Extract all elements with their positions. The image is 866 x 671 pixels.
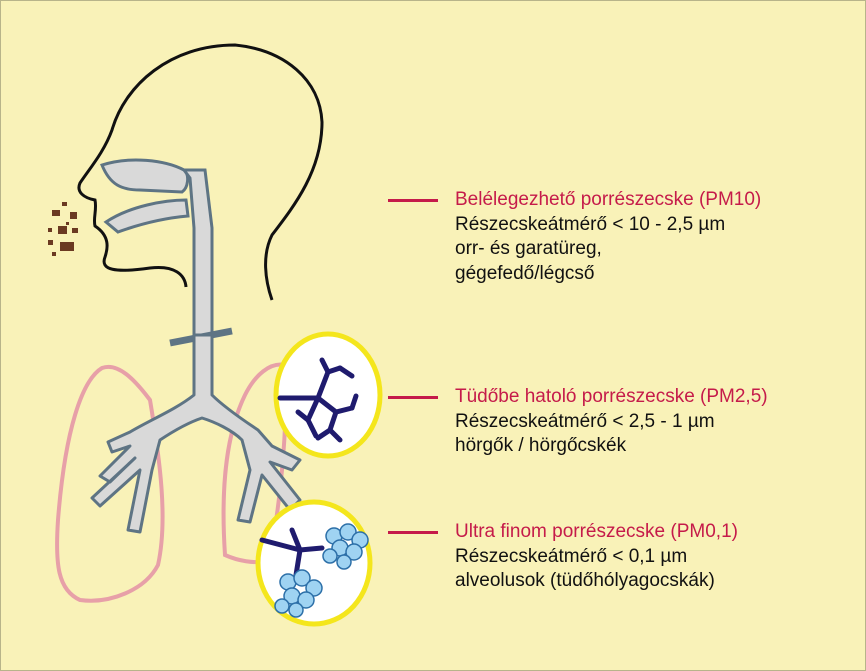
label-pm10-diameter: Részecskeátmérő < 10 - 2,5 µm	[455, 213, 726, 235]
label-pm10-region-2: gégefedő/légcső	[455, 262, 595, 284]
label-pm25-dash	[388, 396, 438, 399]
label-pm01-region: alveolusok (tüdőhólyagocskák)	[455, 570, 715, 591]
label-pm10-region-1: orr- és garatüreg,	[455, 238, 602, 259]
alveoli-bronchiole-icon	[259, 527, 325, 578]
label-pm10-title: Belélegezhető porrészecske (PM10)	[455, 189, 762, 210]
label-pm10-dash	[388, 199, 438, 202]
label-pm25-diameter: Részecskeátmérő < 2,5 - 1 µm	[455, 410, 715, 432]
label-pm25-title: Tüdőbe hatoló porrészecske (PM2,5)	[455, 386, 768, 407]
particles-icon	[48, 202, 78, 256]
left-lung-outline	[55, 364, 165, 603]
bronchiole-icon	[277, 357, 359, 443]
nasal-cavity	[100, 158, 190, 194]
oral-cavity	[103, 198, 190, 234]
bronchial-tree	[90, 333, 302, 534]
label-pm01-diameter: Részecskeátmérő < 0,1 µm	[455, 545, 688, 567]
label-pm01-dash	[388, 531, 438, 534]
label-pm25: Tüdőbe hatoló porrészecske (PM2,5) Része…	[388, 385, 768, 459]
label-pm01: Ultra finom porrészecske (PM0,1) Részecs…	[388, 520, 738, 594]
alveoli-cluster-icon	[274, 523, 369, 618]
head-outline	[77, 43, 324, 301]
trachea	[181, 168, 214, 337]
bronchiole-zoom-circle	[273, 331, 383, 459]
label-pm25-region: hörgők / hörgőcskék	[455, 435, 627, 456]
label-pm10: Belélegezhető porrészecske (PM10) Részec…	[388, 188, 761, 286]
label-pm01-title: Ultra finom porrészecske (PM0,1)	[455, 521, 738, 542]
